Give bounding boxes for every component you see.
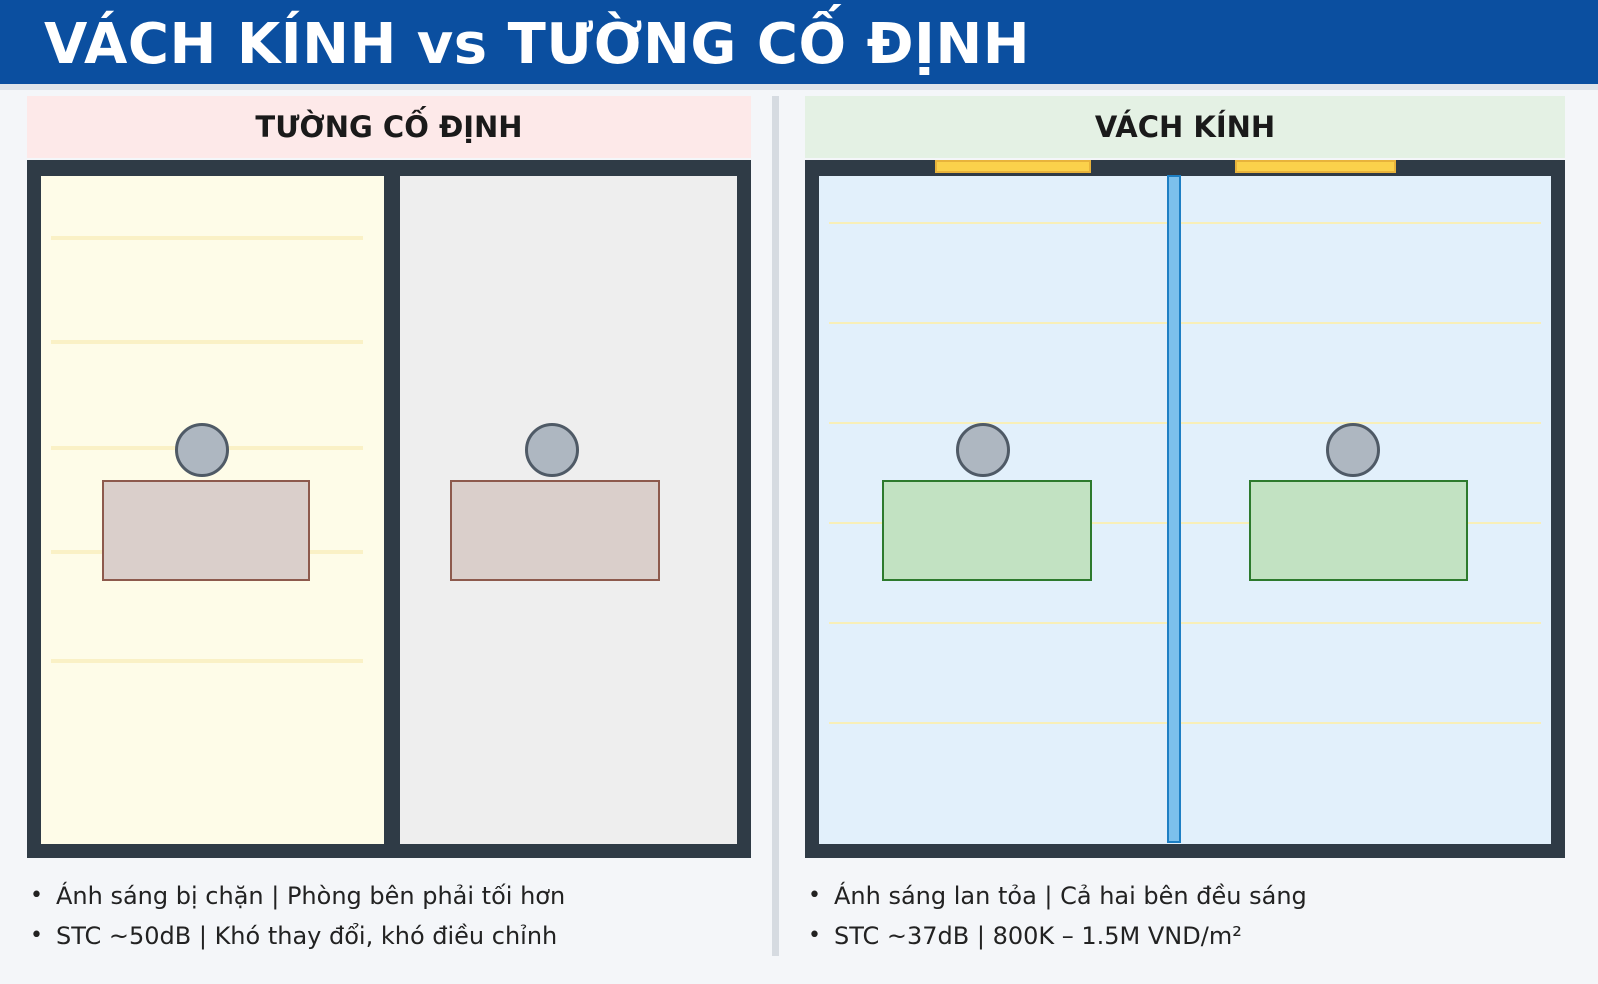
title-banner: VÁCH KÍNH vs TƯỜNG CỐ ĐỊNH — [0, 0, 1598, 90]
panel-divider — [772, 96, 779, 956]
note-item: STC ~37dB | 800K – 1.5M VND/m² — [808, 920, 1307, 960]
note-item: STC ~50dB | Khó thay đổi, khó điều chỉnh — [30, 920, 565, 960]
note-item: Ánh sáng bị chặn | Phòng bên phải tối hơ… — [30, 880, 565, 920]
light-ray — [829, 322, 1541, 324]
glass-partition-notes: Ánh sáng lan tỏa | Cả hai bên đều sáng S… — [808, 880, 1307, 960]
light-ray — [829, 422, 1541, 424]
light-ray — [829, 522, 1541, 524]
person-icon — [1326, 423, 1380, 477]
person-icon — [525, 423, 579, 477]
light-ray — [51, 659, 363, 663]
light-ray — [829, 722, 1541, 724]
light-ray — [829, 622, 1541, 624]
person-icon — [175, 423, 229, 477]
desk — [102, 480, 310, 581]
window — [935, 160, 1091, 173]
glass-partition — [1167, 175, 1181, 843]
glass-partition-panel-title: VÁCH KÍNH — [805, 96, 1565, 158]
window — [1235, 160, 1396, 173]
page-title: VÁCH KÍNH vs TƯỜNG CỐ ĐỊNH — [44, 12, 1031, 77]
fixed-wall-notes: Ánh sáng bị chặn | Phòng bên phải tối hơ… — [30, 880, 565, 960]
desk — [1249, 480, 1468, 581]
light-ray — [829, 222, 1541, 224]
desk — [882, 480, 1092, 581]
fixed-wall-panel-title: TƯỜNG CỐ ĐỊNH — [27, 96, 751, 158]
light-ray — [51, 236, 363, 240]
note-item: Ánh sáng lan tỏa | Cả hai bên đều sáng — [808, 880, 1307, 920]
light-ray — [51, 340, 363, 344]
person-icon — [956, 423, 1010, 477]
desk — [450, 480, 660, 581]
